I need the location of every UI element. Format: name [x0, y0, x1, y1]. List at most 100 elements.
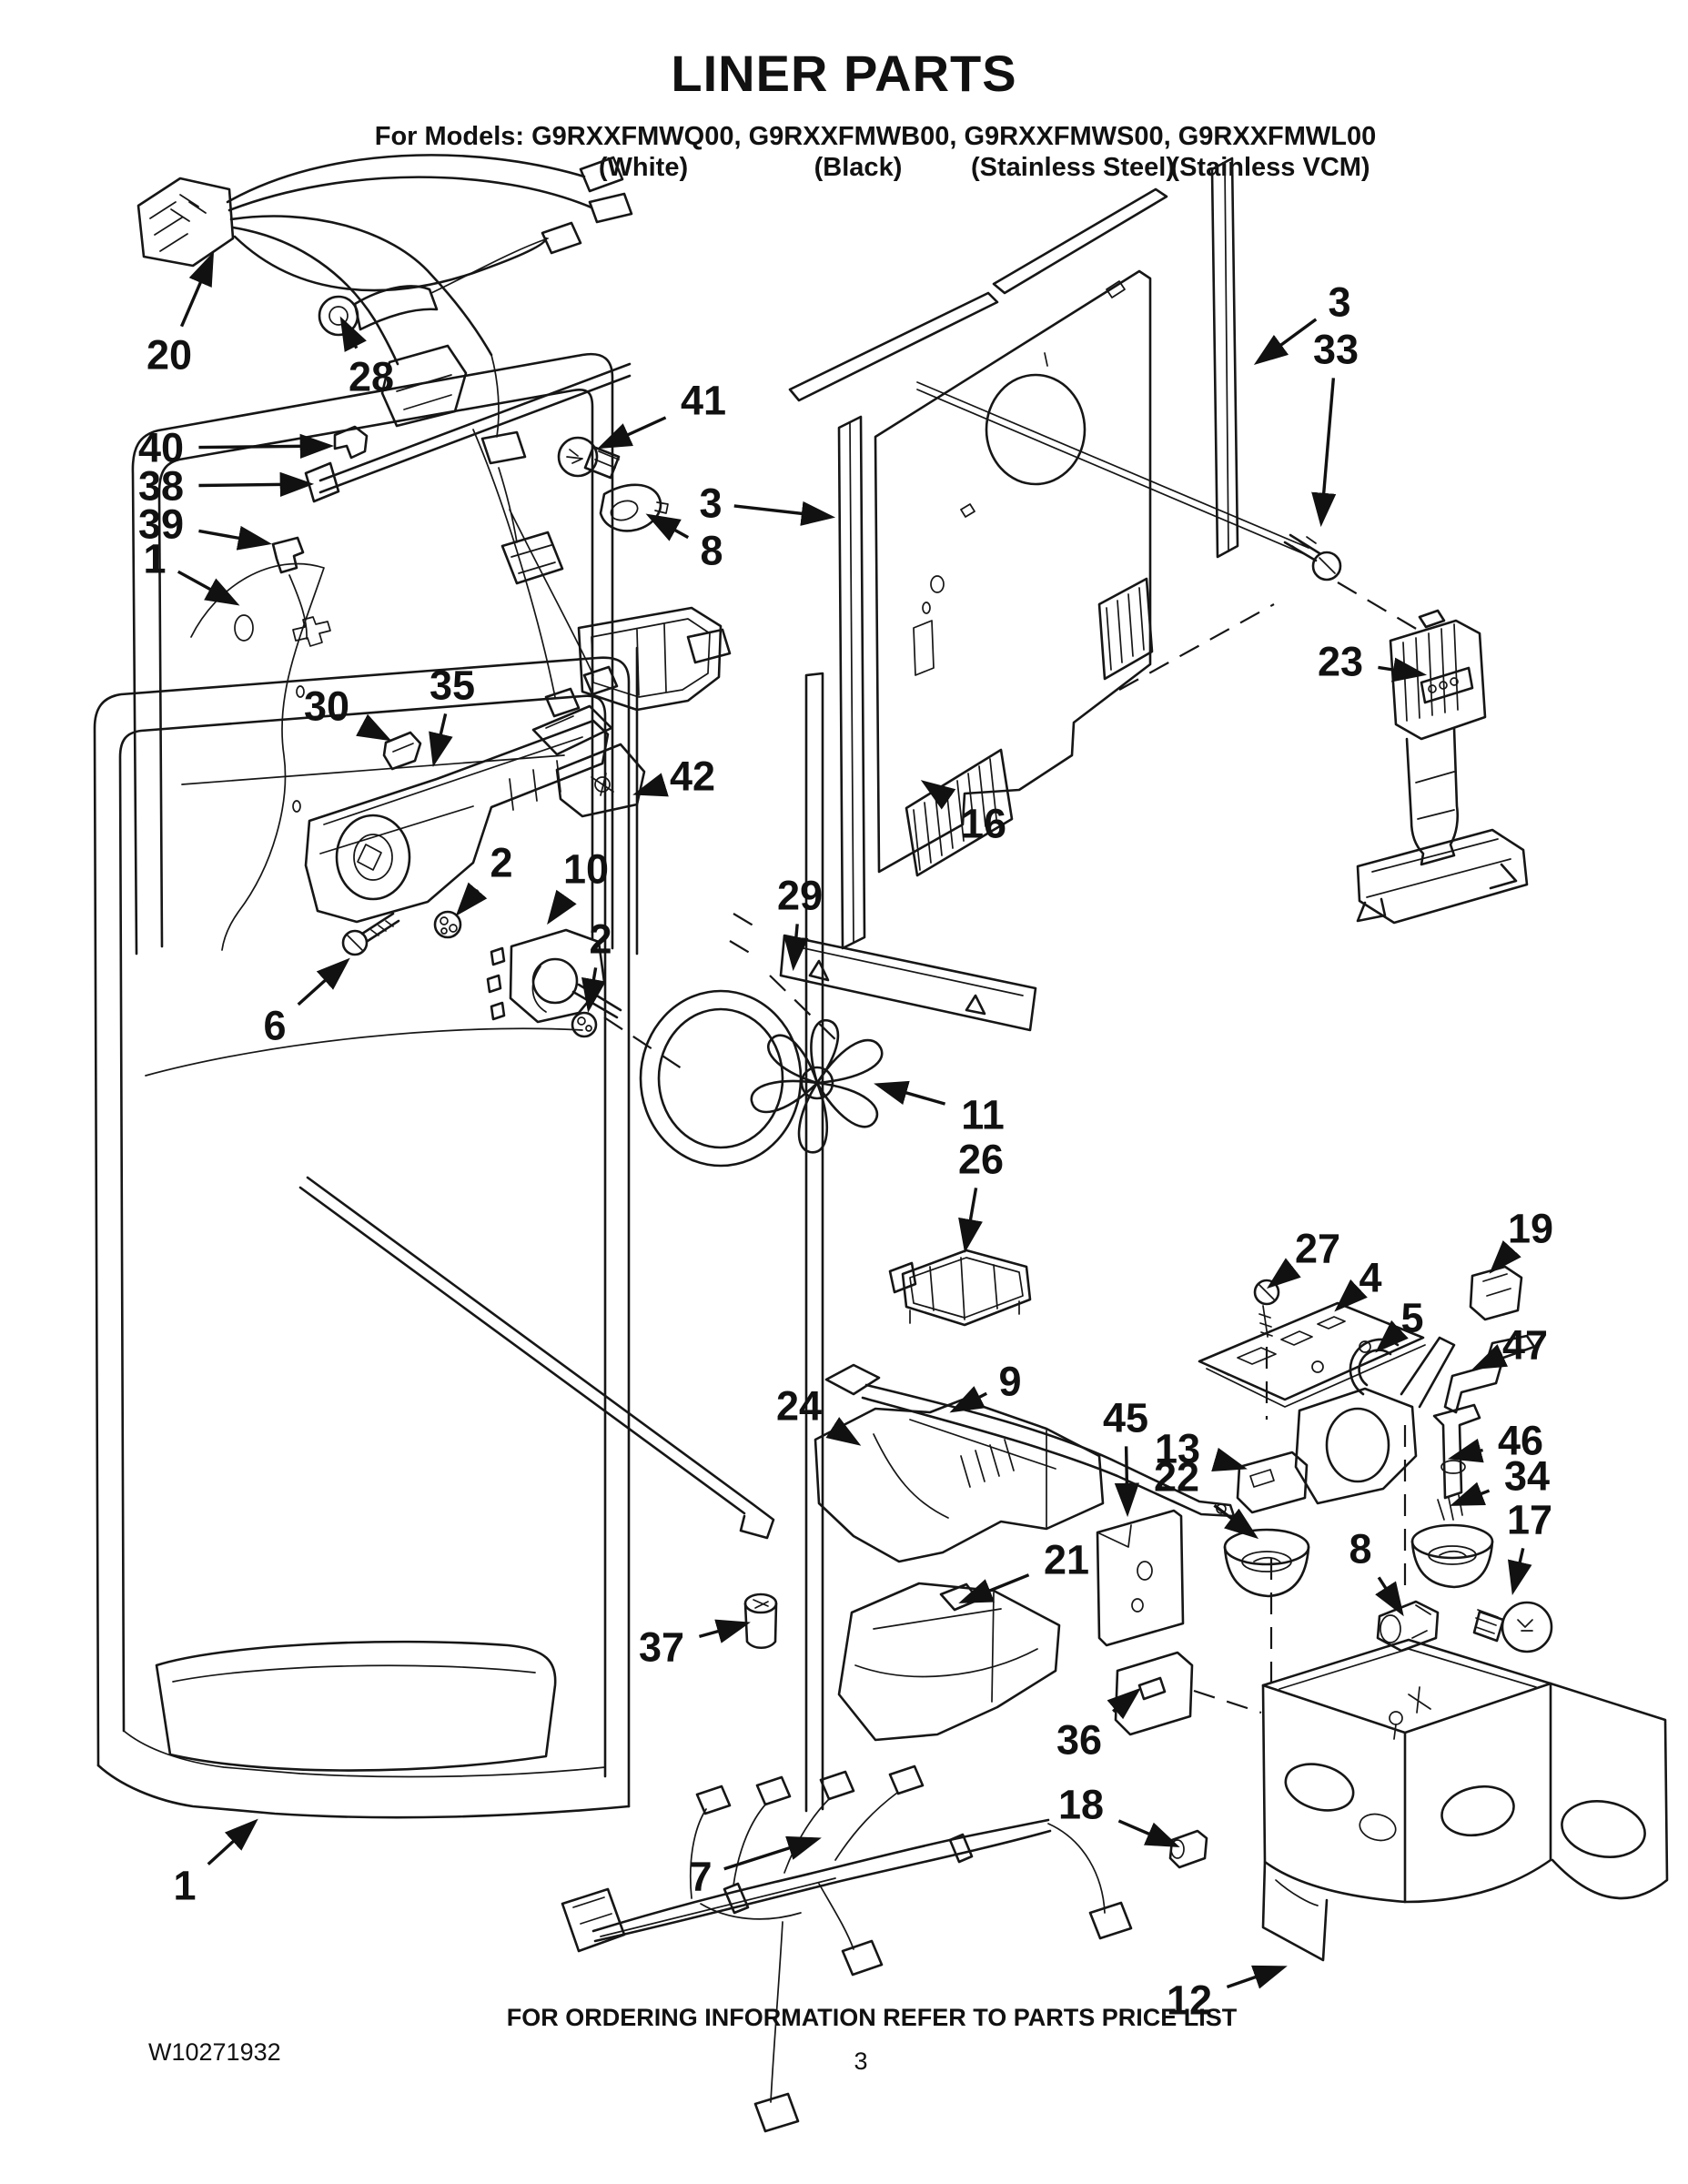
- callout-29: 29: [777, 873, 823, 972]
- svg-text:26: 26: [958, 1137, 1004, 1183]
- models-line: For Models: G9RXXFMWQ00, G9RXXFMWB00, G9…: [374, 122, 1377, 151]
- svg-text:24: 24: [776, 1383, 822, 1430]
- svg-text:17: 17: [1507, 1497, 1552, 1543]
- svg-text:38: 38: [138, 463, 184, 510]
- callout-3: 3: [699, 480, 836, 527]
- control-mount-art: [304, 704, 691, 1075]
- page-number: 3: [854, 2048, 868, 2075]
- callout-16: 16: [920, 780, 1006, 847]
- callout-39: 39: [138, 501, 273, 551]
- callout-33: 33: [1311, 327, 1359, 528]
- svg-text:1: 1: [173, 1863, 196, 1909]
- evap-panel-art: [788, 157, 1419, 950]
- callout-23: 23: [1318, 639, 1428, 685]
- svg-text:12: 12: [1167, 1977, 1212, 2024]
- callout-1: 1: [143, 536, 240, 606]
- callout-19: 19: [1489, 1206, 1553, 1274]
- finish-vcm: (Stainless VCM): [1170, 153, 1370, 182]
- callout-9: 9: [949, 1359, 1022, 1413]
- svg-text:1: 1: [143, 536, 166, 582]
- callout-10: 10: [547, 846, 609, 925]
- callout-28: 28: [339, 316, 394, 400]
- page-title: LINER PARTS: [671, 45, 1017, 102]
- callout-1: 1: [173, 1818, 258, 1909]
- svg-text:41: 41: [681, 378, 726, 424]
- svg-text:33: 33: [1313, 327, 1359, 373]
- finish-stainless: (Stainless Steel): [970, 153, 1176, 182]
- callout-3: 3: [1253, 279, 1351, 366]
- callout-21: 21: [958, 1537, 1089, 1603]
- svg-text:19: 19: [1508, 1206, 1553, 1252]
- callout-35: 35: [429, 662, 475, 767]
- svg-text:23: 23: [1318, 639, 1363, 685]
- callout-45: 45: [1103, 1395, 1148, 1518]
- callout-41: 41: [597, 378, 726, 450]
- svg-text:36: 36: [1056, 1717, 1102, 1764]
- svg-text:29: 29: [777, 873, 823, 919]
- svg-text:20: 20: [147, 332, 192, 379]
- svg-text:3: 3: [699, 480, 722, 527]
- svg-text:28: 28: [349, 354, 394, 400]
- small-clips-art: [271, 362, 632, 718]
- svg-text:39: 39: [138, 501, 184, 548]
- shelf-rail-art: [298, 1176, 778, 1650]
- ordering-note: FOR ORDERING INFORMATION REFER TO PARTS …: [506, 2004, 1238, 2031]
- svg-text:40: 40: [138, 425, 184, 471]
- callout-8: 8: [1349, 1526, 1404, 1617]
- document-number: W10271932: [148, 2038, 281, 2066]
- svg-text:35: 35: [430, 662, 475, 709]
- callout-27: 27: [1266, 1226, 1340, 1289]
- callout-2: 2: [455, 840, 513, 916]
- callout-37: 37: [639, 1619, 751, 1671]
- callout-40: 40: [138, 425, 335, 471]
- callout-42: 42: [632, 753, 715, 800]
- lamp-parts-art: [1223, 1523, 1553, 1653]
- svg-text:5: 5: [1400, 1295, 1423, 1341]
- callout-17: 17: [1507, 1497, 1552, 1595]
- callout-4: 4: [1334, 1255, 1382, 1312]
- svg-text:11: 11: [961, 1092, 1005, 1138]
- callout-47: 47: [1471, 1322, 1548, 1370]
- callout-22: 22: [1154, 1454, 1259, 1540]
- lower-harness-art: [561, 1764, 1133, 2133]
- diagram-artwork: [93, 154, 1669, 2133]
- svg-text:6: 6: [263, 1003, 286, 1049]
- fan-art: [639, 913, 1037, 1168]
- svg-text:16: 16: [961, 801, 1006, 847]
- svg-text:8: 8: [700, 528, 723, 574]
- callout-26: 26: [958, 1137, 1004, 1254]
- svg-text:2: 2: [589, 916, 612, 963]
- freezer-liner-art: [131, 352, 639, 956]
- svg-text:10: 10: [563, 846, 609, 893]
- svg-text:34: 34: [1504, 1453, 1550, 1500]
- svg-text:4: 4: [1359, 1255, 1381, 1301]
- control-tower-art: [1356, 609, 1529, 925]
- callout-36: 36: [1056, 1687, 1141, 1764]
- callout-5: 5: [1375, 1295, 1424, 1353]
- svg-text:3: 3: [1328, 279, 1350, 326]
- svg-text:9: 9: [998, 1359, 1021, 1405]
- callout-8: 8: [645, 513, 723, 574]
- callout-38: 38: [138, 463, 315, 510]
- callout-30: 30: [304, 683, 392, 742]
- svg-text:46: 46: [1498, 1418, 1543, 1464]
- callout-11: 11: [874, 1080, 1005, 1138]
- svg-text:2: 2: [490, 840, 512, 886]
- svg-text:47: 47: [1502, 1322, 1548, 1369]
- callout-12: 12: [1167, 1965, 1288, 2024]
- svg-text:18: 18: [1058, 1782, 1104, 1828]
- finish-black: (Black): [814, 153, 903, 182]
- diffuser-art: [888, 1249, 1032, 1327]
- air-duct-art: [814, 1363, 1236, 1742]
- callout-18: 18: [1058, 1782, 1180, 1848]
- callout-13: 13: [1155, 1426, 1248, 1472]
- top-harness-art: [136, 154, 633, 585]
- svg-text:22: 22: [1154, 1454, 1199, 1501]
- callout-2: 2: [581, 916, 612, 1014]
- callout-46: 46: [1448, 1418, 1543, 1464]
- callout-24: 24: [776, 1383, 862, 1446]
- svg-text:13: 13: [1155, 1426, 1200, 1472]
- callout-34: 34: [1450, 1453, 1550, 1506]
